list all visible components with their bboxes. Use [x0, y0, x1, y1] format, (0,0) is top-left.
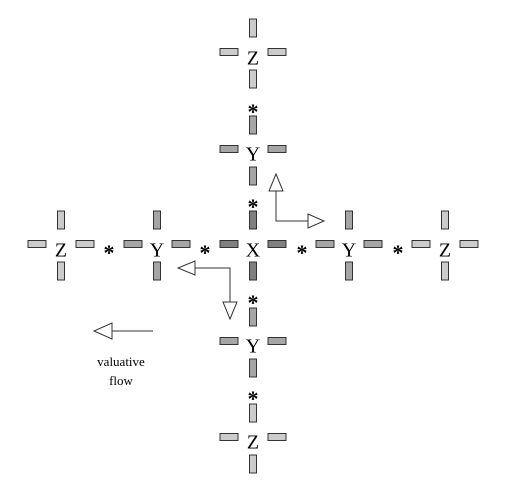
node-south-y: Y	[246, 336, 260, 358]
flow-arrow-right-head	[307, 213, 326, 229]
star-east-outer: *	[393, 240, 404, 265]
star-south-inner: *	[248, 290, 259, 315]
connector-bars	[27, 18, 479, 474]
node-north-y: Y	[246, 144, 260, 166]
bar-y-north-left	[219, 145, 239, 153]
bar-center-south	[249, 261, 257, 281]
bar-z-east-bottom	[441, 261, 449, 281]
bar-center-north	[249, 210, 257, 230]
bar-z-west-top	[57, 210, 65, 230]
bar-y-north-bottom	[249, 166, 257, 186]
star-north-outer: *	[248, 99, 259, 124]
bar-z-west-right	[75, 240, 95, 248]
flow-arrow-southwest	[176, 260, 238, 321]
bar-z-east-left	[411, 240, 431, 248]
node-center-x: X	[246, 240, 261, 262]
node-south-z: Z	[247, 432, 259, 454]
legend: valuative flow	[92, 322, 153, 388]
flow-arrow-northeast	[268, 172, 326, 229]
flow-arrow-northeast-line	[275, 190, 310, 222]
bar-y-east-left	[315, 240, 335, 248]
flow-arrow-up-head	[268, 172, 284, 192]
bar-y-south-left	[219, 337, 239, 345]
bar-z-east-right	[459, 240, 479, 248]
bar-y-south-bottom	[249, 358, 257, 378]
bar-center-east	[267, 240, 287, 248]
bar-z-west-bottom	[57, 261, 65, 281]
bar-z-south-top	[249, 403, 257, 423]
legend-label-line1: valuative	[97, 354, 145, 369]
bar-y-north-right	[267, 145, 287, 153]
nodes: X Y Y Y Y Z Z Z Z	[55, 48, 451, 454]
node-east-y: Y	[342, 240, 356, 262]
bar-y-east-bottom	[345, 261, 353, 281]
bar-z-east-top	[441, 210, 449, 230]
bar-y-west-bottom	[153, 261, 161, 281]
bar-y-west-top	[153, 210, 161, 230]
star-north-inner: *	[248, 194, 259, 219]
bar-y-south-top	[249, 307, 257, 327]
bar-y-north-top	[249, 115, 257, 135]
bar-center-west	[219, 240, 239, 248]
node-east-z: Z	[439, 240, 451, 262]
flow-arrow-southwest-line	[193, 267, 231, 304]
star-east-inner: *	[297, 240, 308, 265]
star-south-outer: *	[248, 386, 259, 411]
star-west-outer: *	[104, 240, 115, 265]
bar-z-south-right	[267, 433, 287, 441]
bar-y-east-right	[363, 240, 383, 248]
bar-z-north-left	[219, 48, 239, 56]
bar-z-north-bottom	[249, 69, 257, 89]
connector-stars: * * * * * * * *	[104, 99, 404, 411]
node-west-z: Z	[55, 240, 67, 262]
legend-arrow-icon	[92, 322, 113, 340]
bar-y-east-top	[345, 210, 353, 230]
legend-label-line2: flow	[109, 373, 133, 388]
star-west-inner: *	[200, 240, 211, 265]
bar-y-south-right	[267, 337, 287, 345]
node-north-z: Z	[247, 48, 259, 70]
bar-y-west-right	[171, 240, 191, 248]
bar-z-south-left	[219, 433, 239, 441]
bar-z-north-right	[267, 48, 287, 56]
bar-z-west-left	[27, 240, 47, 248]
flow-arrows	[176, 172, 326, 321]
bar-z-south-bottom	[249, 454, 257, 474]
flow-arrow-left-head	[176, 260, 196, 276]
flow-arrow-down-head	[222, 301, 238, 321]
bar-y-west-left	[123, 240, 143, 248]
node-west-y: Y	[150, 240, 164, 262]
bar-z-north-top	[249, 18, 257, 38]
